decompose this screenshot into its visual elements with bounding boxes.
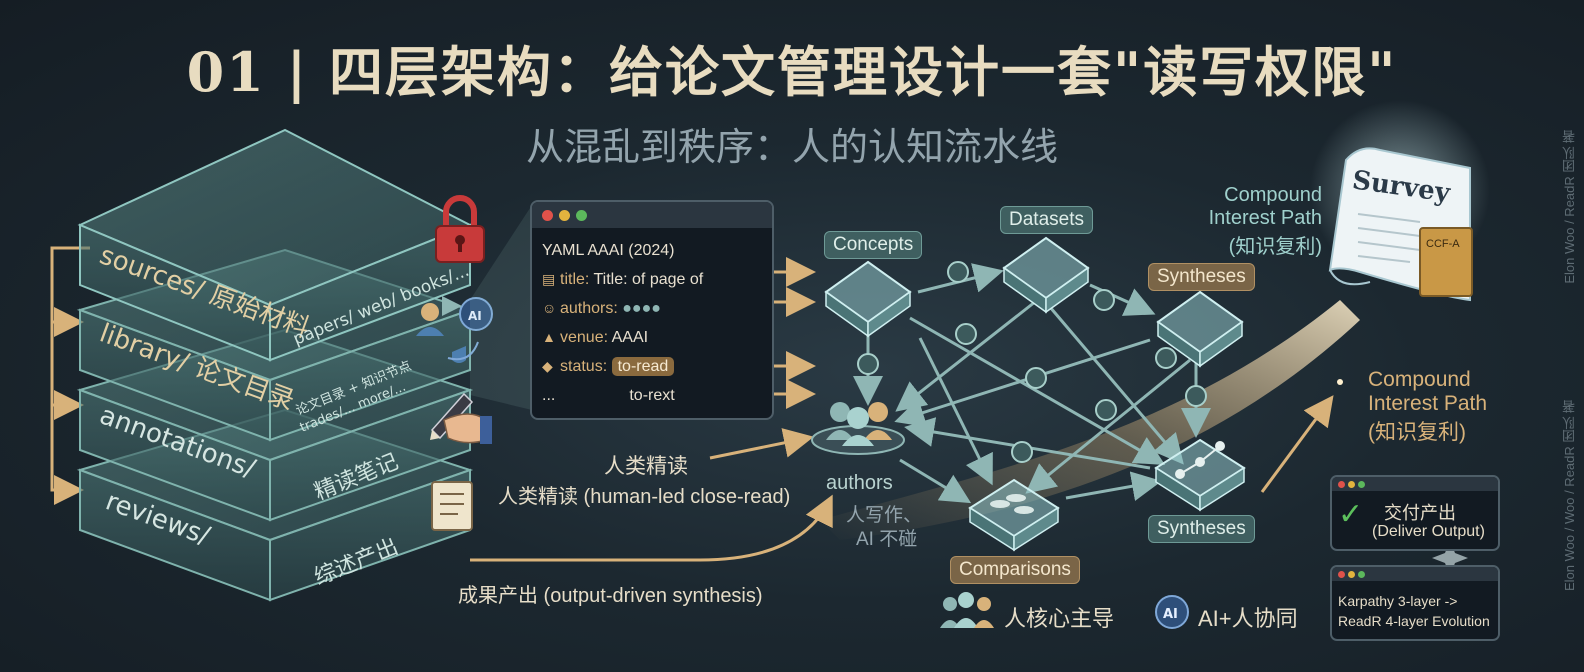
compound-mid-line-2: Interest Path	[1368, 392, 1488, 415]
compound-top-line-2: Interest Path	[1208, 207, 1322, 229]
minimize-dot-icon	[1348, 571, 1355, 578]
output-arrow	[470, 494, 833, 562]
karpathy-line-2: ReadR 4-layer Evolution	[1338, 613, 1490, 629]
page-subtitle: 从混乱到秩序：人的认知流水线	[525, 125, 1058, 169]
deliver-line-2: (Deliver Output)	[1372, 523, 1485, 540]
yaml-venue-value: AAAI	[611, 329, 649, 346]
datasets-label: Datasets	[1000, 206, 1093, 234]
book-icon: ▤	[542, 271, 556, 287]
close-dot-icon	[1338, 571, 1345, 578]
legend-human-icon	[940, 592, 994, 628]
legend-ai-icon: AI	[1155, 595, 1189, 629]
watermark-bottom: Elon Woo / Woo / ReadR 团队 著	[1562, 400, 1577, 591]
authors-icon	[811, 402, 905, 455]
syntheses-bottom-label: Syntheses	[1148, 515, 1255, 543]
card-titlebar	[1332, 477, 1498, 491]
node-datasets	[1002, 236, 1090, 314]
pen-hand-icon	[430, 392, 492, 444]
maximize-dot-icon	[1358, 481, 1365, 488]
yaml-ellipsis: ...	[542, 387, 556, 404]
yaml-authors-key: authors:	[560, 300, 618, 317]
lock-icon	[435, 195, 485, 263]
authors-note-1: 人写作、	[846, 505, 923, 526]
node-comparisons	[968, 478, 1060, 552]
watermark-top: Elon Woo / ReadR 团队 著	[1562, 130, 1577, 284]
authors-label: authors	[826, 472, 893, 494]
maximize-dot-icon	[576, 210, 587, 221]
layer-stack	[76, 128, 474, 602]
yaml-header: YAML AAAI (2024)	[542, 242, 675, 259]
page-title: 01 | 四层架构：给论文管理设计一套"读写权限"	[186, 40, 1398, 104]
human-read-long-label: 人类精读 (human-led close-read)	[498, 486, 791, 508]
svg-text:AI: AI	[468, 309, 482, 323]
comparisons-label: Comparisons	[950, 556, 1080, 584]
legend-human-label: 人核心主导	[1004, 606, 1115, 631]
concepts-label: Concepts	[824, 231, 923, 259]
ccf-badge: CCF-A	[1426, 238, 1460, 250]
close-dot-icon	[542, 210, 553, 221]
compound-mid-line-1: Compound	[1368, 368, 1471, 391]
deliver-line-1: 交付产出	[1384, 503, 1456, 523]
maximize-dot-icon	[1358, 571, 1365, 578]
output-label: 成果产出 (output-driven synthesis)	[458, 585, 763, 607]
compound-arrow-small	[1260, 395, 1334, 493]
yaml-title-key: title:	[560, 271, 590, 288]
check-icons	[857, 261, 1207, 463]
yaml-extra: to-rext	[629, 387, 675, 404]
compound-top-line-3: (知识复利)	[1228, 236, 1322, 258]
card-titlebar	[1332, 567, 1498, 581]
status-badge: to-read	[611, 357, 675, 376]
scroll-document-icon	[431, 481, 473, 531]
yaml-callout-beam	[470, 205, 532, 410]
star-icon	[1432, 540, 1468, 576]
yaml-venue-key: venue:	[560, 329, 609, 346]
deliver-output-card: ✓ 交付产出 (Deliver Output)	[1330, 475, 1500, 551]
svg-text:AI: AI	[1163, 607, 1178, 622]
legend-ai-label: AI+人协同	[1198, 606, 1298, 631]
yaml-metadata-window: YAML AAAI (2024) ▤title: Title: of page …	[530, 200, 774, 420]
sparkle-icon	[1337, 379, 1343, 385]
checkmark-icon: ✓	[1338, 498, 1364, 531]
close-dot-icon	[1338, 481, 1345, 488]
venue-icon: ▲	[542, 329, 556, 345]
karpathy-card: Karpathy 3-layer -> ReadR 4-layer Evolut…	[1330, 565, 1500, 641]
node-syntheses-bottom	[1154, 438, 1246, 512]
yaml-status-key: status:	[560, 358, 608, 375]
compound-top-line-1: Compound	[1224, 184, 1322, 206]
tag-icon: ◆	[542, 358, 553, 374]
window-titlebar	[532, 202, 772, 228]
minimize-dot-icon	[559, 210, 570, 221]
minimize-dot-icon	[1348, 481, 1355, 488]
node-concepts	[824, 260, 912, 338]
yaml-title-value: Title: of page of	[593, 271, 704, 288]
human-read-short-label: 人类精读	[604, 455, 688, 478]
node-syntheses-top	[1156, 290, 1244, 368]
compound-mid-line-3: (知识复利)	[1368, 421, 1466, 444]
syntheses-top-label: Syntheses	[1148, 263, 1255, 291]
survey-document-icon	[1328, 147, 1473, 302]
compound-beam	[820, 300, 1360, 540]
authors-note-2: AI 不碰	[856, 529, 918, 550]
human-read-arrow	[709, 428, 814, 460]
layer-bracket	[50, 246, 90, 505]
human-ai-cycle-icon: AI	[416, 296, 493, 363]
karpathy-line-1: Karpathy 3-layer ->	[1338, 593, 1458, 609]
graph-edges	[853, 263, 1211, 504]
authors-group-icon: ●●●●	[622, 300, 661, 317]
people-icon: ☺	[542, 300, 557, 316]
